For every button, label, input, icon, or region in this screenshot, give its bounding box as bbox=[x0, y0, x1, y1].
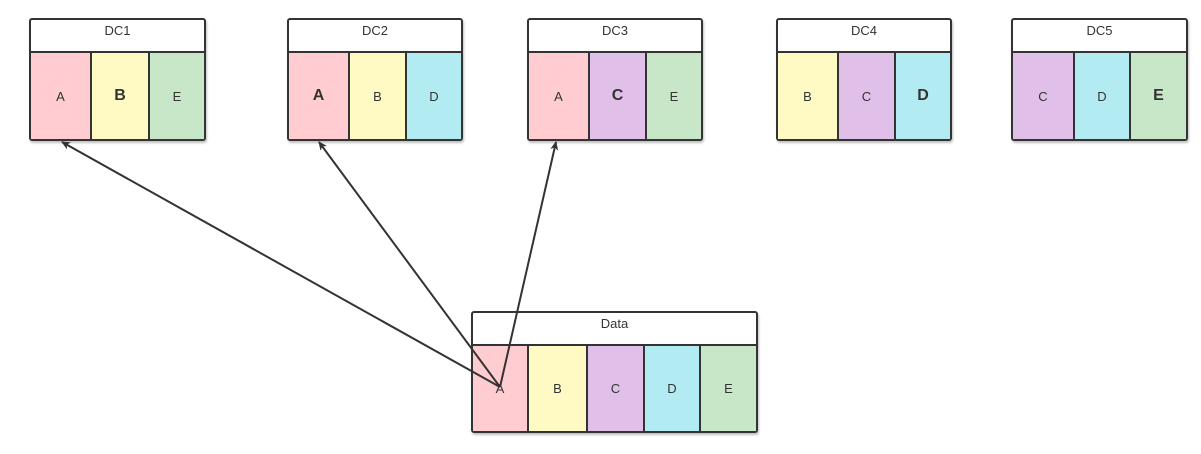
dc3-cell-e: E bbox=[645, 53, 701, 139]
data-cell-d: D bbox=[643, 346, 699, 431]
data-cell-a: A bbox=[473, 346, 527, 431]
dc2-cell-a: A bbox=[289, 53, 348, 139]
dc4-title: DC4 bbox=[778, 20, 950, 53]
data-cell-c: C bbox=[586, 346, 643, 431]
dc1-cell-e: E bbox=[148, 53, 204, 139]
dc4-cell-b: B bbox=[778, 53, 837, 139]
dc3-cell-c: C bbox=[588, 53, 645, 139]
dc5-cell-e: E bbox=[1129, 53, 1186, 139]
data-title: Data bbox=[473, 313, 756, 346]
dc5-title: DC5 bbox=[1013, 20, 1186, 53]
dc4-cell-d: D bbox=[894, 53, 950, 139]
dc3-cell-a: A bbox=[529, 53, 588, 139]
dc1-title: DC1 bbox=[31, 20, 204, 53]
dc2-cell-d: D bbox=[405, 53, 461, 139]
dc1-node[interactable]: DC1 A B E bbox=[29, 18, 206, 141]
dc5-cell-c: C bbox=[1013, 53, 1073, 139]
dc2-cell-b: B bbox=[348, 53, 405, 139]
edge-data-a-to-dc1-a[interactable] bbox=[61, 141, 501, 388]
data-cell-b: B bbox=[527, 346, 586, 431]
data-node[interactable]: Data A B C D E bbox=[471, 311, 758, 433]
dc1-cell-a: A bbox=[31, 53, 90, 139]
dc1-cell-b: B bbox=[90, 53, 148, 139]
dc4-cell-c: C bbox=[837, 53, 894, 139]
dc3-node[interactable]: DC3 A C E bbox=[527, 18, 703, 141]
dc5-cell-d: D bbox=[1073, 53, 1129, 139]
data-cell-e: E bbox=[699, 346, 756, 431]
dc4-node[interactable]: DC4 B C D bbox=[776, 18, 952, 141]
dc2-node[interactable]: DC2 A B D bbox=[287, 18, 463, 141]
dc5-node[interactable]: DC5 C D E bbox=[1011, 18, 1188, 141]
dc3-title: DC3 bbox=[529, 20, 701, 53]
dc2-title: DC2 bbox=[289, 20, 461, 53]
